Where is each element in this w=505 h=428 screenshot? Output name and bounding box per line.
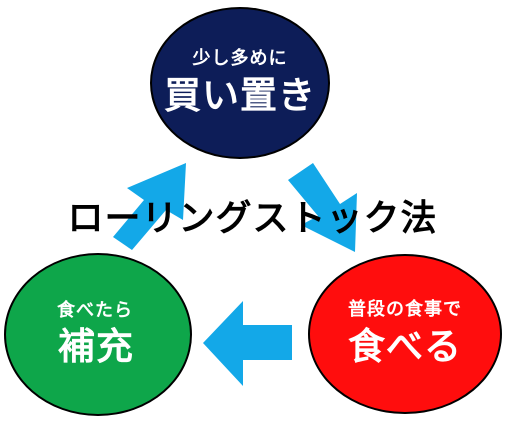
arrow-right-to-left-icon — [203, 301, 292, 386]
node-buy-in-advance: 少し多めに 買い置き — [150, 7, 330, 159]
arrow-left-to-top-icon — [113, 163, 186, 250]
arrow-top-to-right-icon — [288, 163, 357, 252]
node-eat-subtitle: 普段の食事で — [348, 299, 462, 320]
node-eat: 普段の食事で 食べる — [308, 254, 502, 414]
node-eat-label: 食べる — [348, 324, 462, 368]
node-buy-in-advance-subtitle: 少し多めに — [192, 48, 288, 69]
diagram-title: ローリングストック法 — [67, 198, 438, 239]
node-replenish: 食べたら 補充 — [4, 253, 192, 416]
node-replenish-label: 補充 — [58, 325, 134, 369]
node-replenish-subtitle: 食べたら — [57, 299, 133, 321]
node-buy-in-advance-label: 買い置き — [164, 73, 316, 117]
